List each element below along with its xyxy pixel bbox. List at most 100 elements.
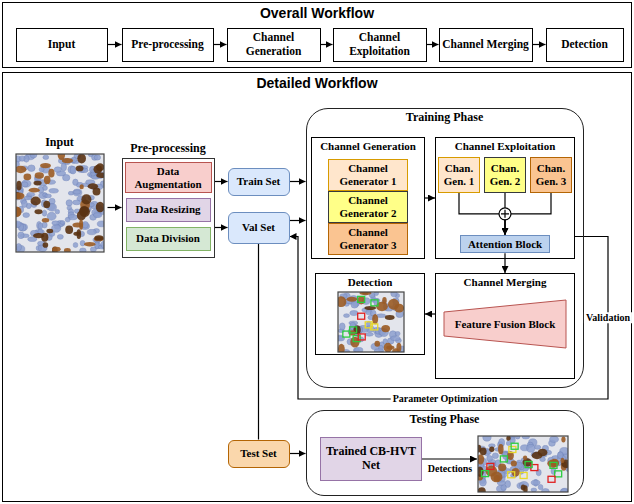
cell-nucleus [355,347,363,352]
channel-generator: Channel Generator 1 [328,159,408,190]
cell-nucleus [30,154,37,158]
cell-nucleus [54,167,61,173]
cell-nucleus [43,155,49,159]
stained-cell [385,315,395,320]
channel-box: Chan. Gen. 3 [530,157,572,193]
module-box: Channel ExploitationChan. Gen. 1Chan. Ge… [435,137,575,259]
stained-cell [29,188,40,193]
stained-cell [338,296,346,307]
output-arrow [422,458,477,459]
cell-nucleus [61,163,66,171]
cell-nucleus [97,221,104,227]
detection-box [550,462,557,468]
cell-nucleus [68,166,75,174]
stained-cell [381,325,390,332]
connector [215,181,228,182]
stained-cell [77,154,86,164]
cell-nucleus [492,453,498,459]
node-heading: Training Phase [307,111,583,125]
connector [214,44,227,45]
cell-group [16,154,104,252]
node-heading: Overall Workflow [3,5,631,21]
stained-cell [16,192,24,199]
cell-nucleus [95,242,99,249]
stained-cell [73,232,80,236]
cell-nucleus [65,217,70,222]
detection-box [500,456,507,462]
channel-box: Chan. Gen. 2 [484,157,526,193]
cell-nucleus [16,221,21,228]
node-label: Channel Generation [230,31,318,57]
detection-box [371,300,378,306]
cell-nucleus [73,179,78,185]
node-label: Input [48,38,76,51]
stained-cell [394,304,404,313]
input-block: Input [12,134,108,256]
node-label: Attention Block [468,238,542,251]
arrow-label: Detections [426,463,474,475]
stained-cell [494,475,501,482]
cell-nucleus [66,200,72,206]
cell-nucleus [483,436,491,441]
data-split-box: Train Set [228,168,290,196]
channel-generator: Channel Generator 2 [328,191,408,222]
cell-nucleus [534,445,540,449]
process-box: Data Augmentation [125,162,212,193]
detection-box [555,471,562,477]
stained-cell [560,458,564,463]
stained-cell [81,194,91,204]
workflow-step: Channel Generation [227,28,321,62]
model-box: Trained CB-HVT Net [320,437,422,481]
node-label: Feature Fusion Block [455,318,556,331]
stained-cell [521,484,526,490]
cell-nucleus [52,221,60,225]
node-heading: Channel Merging [436,276,574,289]
stained-cell [35,172,44,178]
stained-cell [96,172,104,177]
cell-nucleus [391,336,400,341]
connector [425,197,435,198]
stained-cell [30,197,40,206]
stained-cell [489,447,494,452]
image-frame [478,436,568,492]
stained-cell [88,183,98,189]
loop-label: Parameter Optimization [391,393,500,405]
image-frame [16,154,104,252]
cell-nucleus [23,213,30,218]
stained-cell [96,163,104,171]
stained-cell [374,341,380,347]
workflow-step: Input [16,28,108,62]
cell-nucleus [73,200,81,205]
cell-nucleus [73,242,78,247]
cell-nucleus [557,452,563,459]
cell-nucleus [82,222,88,229]
stained-cell [94,235,103,240]
stained-cell [43,242,49,248]
cell-nucleus [496,485,505,492]
cell-nucleus [19,156,25,161]
connector [504,253,505,273]
cell-nucleus [80,240,85,246]
sum-symbol [499,208,511,220]
node-label: Channel Generator 3 [331,226,405,251]
stained-cell [46,229,53,233]
node-label: Data Resizing [135,203,200,216]
node-heading: Channel Exploitation [436,140,574,153]
stained-cell [346,297,357,302]
node-heading: Testing Phase [307,413,583,427]
stained-cell [58,154,65,160]
cell-nucleus [94,155,100,160]
cell-nucleus [487,455,493,461]
connector [215,227,228,228]
detection-box [548,476,555,482]
node-heading: Input [12,136,108,150]
cell-nucleus [365,332,373,336]
node-label: Train Set [237,175,281,188]
stained-cell [76,165,84,171]
stained-cell [34,209,42,214]
detection-box [365,322,372,328]
cell-nucleus [49,189,58,194]
workflow-step: Channel Merging [439,28,533,62]
